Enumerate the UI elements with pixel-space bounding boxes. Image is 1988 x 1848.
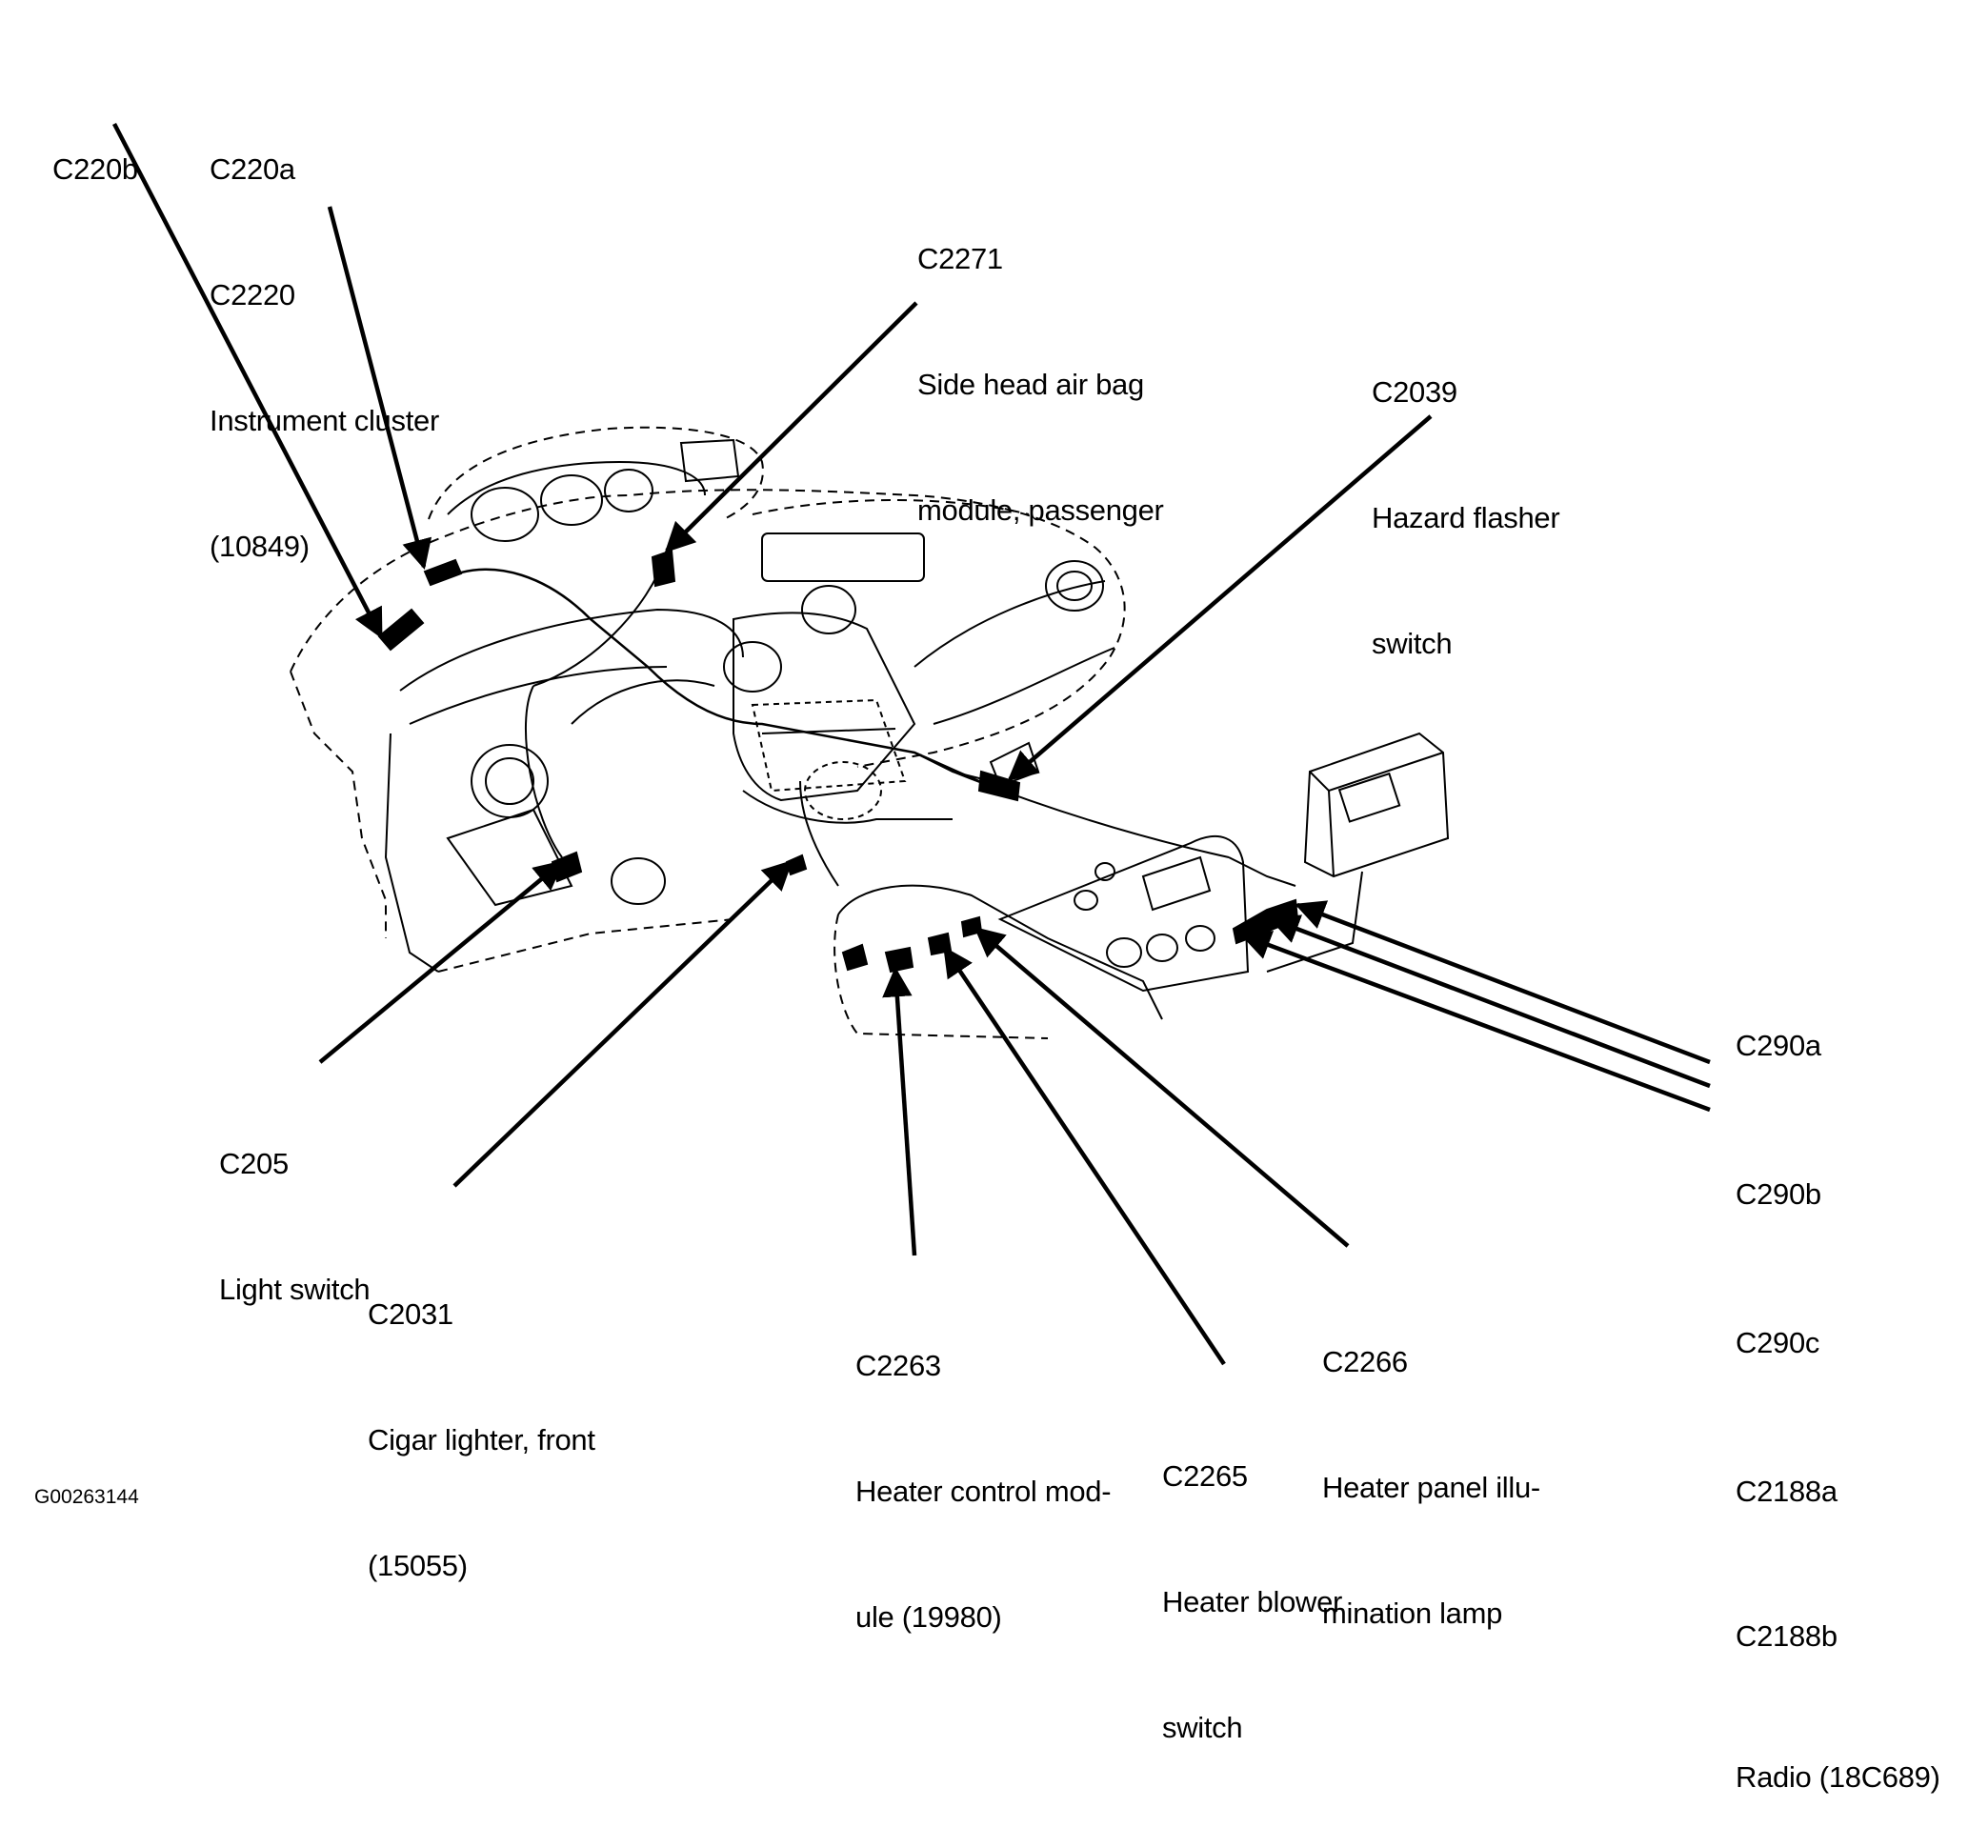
leader-radio-1 bbox=[1295, 900, 1711, 1065]
label-line: Hazard flasher bbox=[1372, 501, 1560, 534]
leader-c2031 bbox=[452, 859, 793, 1188]
label-line: switch bbox=[1372, 627, 1453, 660]
callout-leaders bbox=[112, 122, 1711, 1366]
label-instrument-cluster: C220a C2220 Instrument cluster (10849) bbox=[210, 65, 439, 610]
label-line: C290c bbox=[1736, 1326, 1820, 1359]
label-heater-blower-switch: C2265 Heater blower switch bbox=[1162, 1372, 1342, 1791]
label-line: Heater blower bbox=[1162, 1585, 1343, 1618]
label-line: Side head air bag bbox=[917, 368, 1144, 401]
label-line: C2263 bbox=[855, 1349, 941, 1382]
label-line: C220b bbox=[52, 152, 138, 186]
leader-c220a bbox=[327, 206, 432, 571]
leader-radio-3 bbox=[1240, 931, 1711, 1113]
label-line: C2266 bbox=[1322, 1345, 1408, 1378]
dashboard-illustration bbox=[290, 426, 1450, 1039]
label-line: ule (19980) bbox=[855, 1600, 1002, 1634]
label-line: Heater control mod- bbox=[855, 1475, 1112, 1508]
label-line: (10849) bbox=[210, 530, 310, 563]
label-line: C205 bbox=[219, 1147, 289, 1180]
label-light-switch: C205 Light switch bbox=[219, 1059, 371, 1353]
dashboard-wiring-diagram bbox=[112, 122, 1711, 1366]
leader-c2271 bbox=[664, 301, 918, 553]
label-line: C220a bbox=[210, 152, 295, 186]
label-c220b: C220b bbox=[52, 65, 138, 232]
label-line: Light switch bbox=[219, 1273, 371, 1306]
label-side-air-bag: C2271 Side head air bag module, passenge… bbox=[917, 154, 1164, 573]
label-radio: C290a C290b C290c C2188a C2188b Radio (1… bbox=[1736, 922, 1940, 1848]
leader-c220b bbox=[112, 122, 383, 639]
leader-c2039 bbox=[1007, 414, 1433, 782]
label-line: C290b bbox=[1736, 1177, 1821, 1211]
label-line: C2188b bbox=[1736, 1619, 1837, 1653]
label-line: (15055) bbox=[368, 1549, 468, 1582]
label-cigar-lighter: C2031 Cigar lighter, front (15055) bbox=[368, 1210, 595, 1629]
leader-c2265 bbox=[943, 946, 1226, 1366]
label-line: C2188a bbox=[1736, 1475, 1837, 1508]
label-line: C2220 bbox=[210, 278, 295, 311]
label-hazard-flasher: C2039 Hazard flasher switch bbox=[1372, 288, 1560, 707]
label-line: C2265 bbox=[1162, 1459, 1248, 1493]
leader-c2263 bbox=[882, 966, 917, 1256]
label-heater-panel-lamp: C2266 Heater panel illu- mination lamp bbox=[1322, 1257, 1540, 1677]
leader-c2266 bbox=[974, 926, 1350, 1248]
figure-id: G00263144 bbox=[34, 1486, 139, 1508]
label-line: Radio (18C689) bbox=[1736, 1760, 1940, 1794]
label-line: Cigar lighter, front bbox=[368, 1423, 595, 1456]
label-line: mination lamp bbox=[1322, 1597, 1503, 1630]
label-heater-control-module: C2263 Heater control mod- ule (19980) bbox=[855, 1261, 1112, 1680]
label-line: C290a bbox=[1736, 1029, 1821, 1062]
label-line: C2031 bbox=[368, 1297, 453, 1331]
label-line: Heater panel illu- bbox=[1322, 1471, 1540, 1504]
label-line: module, passenger bbox=[917, 493, 1164, 527]
leader-radio-2 bbox=[1269, 914, 1711, 1089]
leader-c205 bbox=[318, 859, 565, 1064]
label-line: C2271 bbox=[917, 242, 1003, 275]
label-line: switch bbox=[1162, 1711, 1243, 1744]
label-line: Instrument cluster bbox=[210, 404, 439, 437]
label-line: C2039 bbox=[1372, 375, 1457, 409]
